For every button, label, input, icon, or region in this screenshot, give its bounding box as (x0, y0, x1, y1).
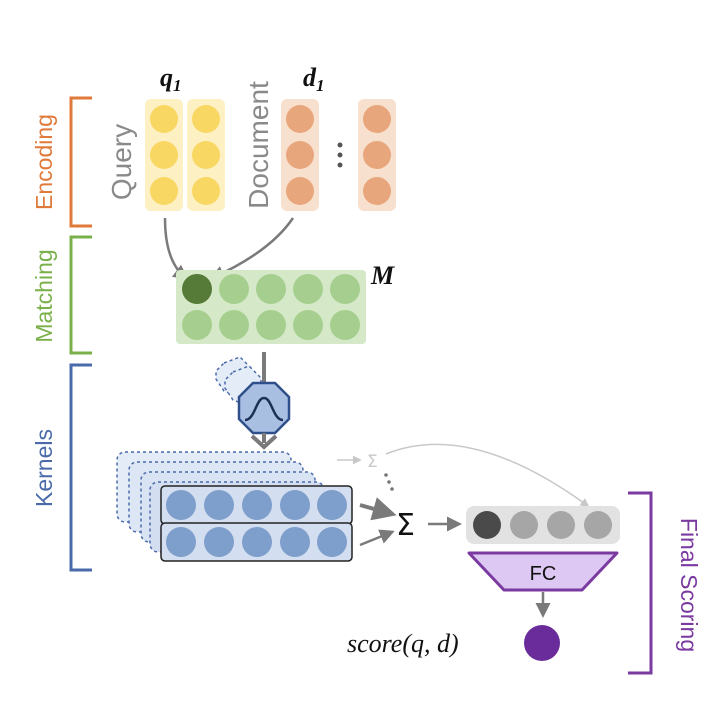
ellipsis-dots (337, 142, 343, 168)
kernel-row-1 (160, 485, 353, 525)
encoding-label: Encoding (31, 114, 57, 210)
matching-matrix (176, 270, 366, 344)
soft-tf-features (466, 506, 620, 544)
document-to-match-arrow (209, 217, 295, 280)
matching-bracket (69, 235, 92, 355)
query-to-match-arrow (163, 217, 189, 280)
query-vector-2 (187, 99, 225, 211)
document-label: Document (243, 81, 274, 209)
matrix-label: M (370, 261, 395, 290)
sum-ellipsis (384, 473, 394, 491)
query-label: Query (106, 124, 137, 200)
sum-symbol: Σ (396, 508, 415, 543)
d1-label: d1 (303, 63, 325, 95)
gaussian-kernel-icon (237, 381, 291, 435)
final-scoring-bracket (628, 491, 653, 675)
final-scoring-label: Final Scoring (676, 518, 702, 652)
fc-layer (467, 551, 619, 592)
query-vector-1 (145, 99, 183, 211)
matching-label: Matching (31, 249, 57, 342)
kernels-bracket (69, 363, 92, 572)
document-vector-1 (281, 99, 319, 211)
score-output-node (524, 625, 560, 661)
row2-to-sum-arrow (359, 529, 395, 547)
score-label: score(q, d) (347, 629, 459, 658)
encoding-bracket (69, 96, 92, 228)
faint-sum-symbol: Σ (367, 452, 378, 472)
document-vector-n (358, 99, 396, 211)
fc-label: FC (530, 563, 557, 585)
kernel-down-arrowhead (250, 434, 278, 450)
q1-label: q1 (160, 63, 182, 95)
row1-to-sum-arrow (359, 497, 397, 521)
kernels-label: Kernels (31, 429, 57, 507)
faint-sum-to-features-arrow (385, 443, 590, 508)
kernel-row-2 (160, 522, 353, 562)
